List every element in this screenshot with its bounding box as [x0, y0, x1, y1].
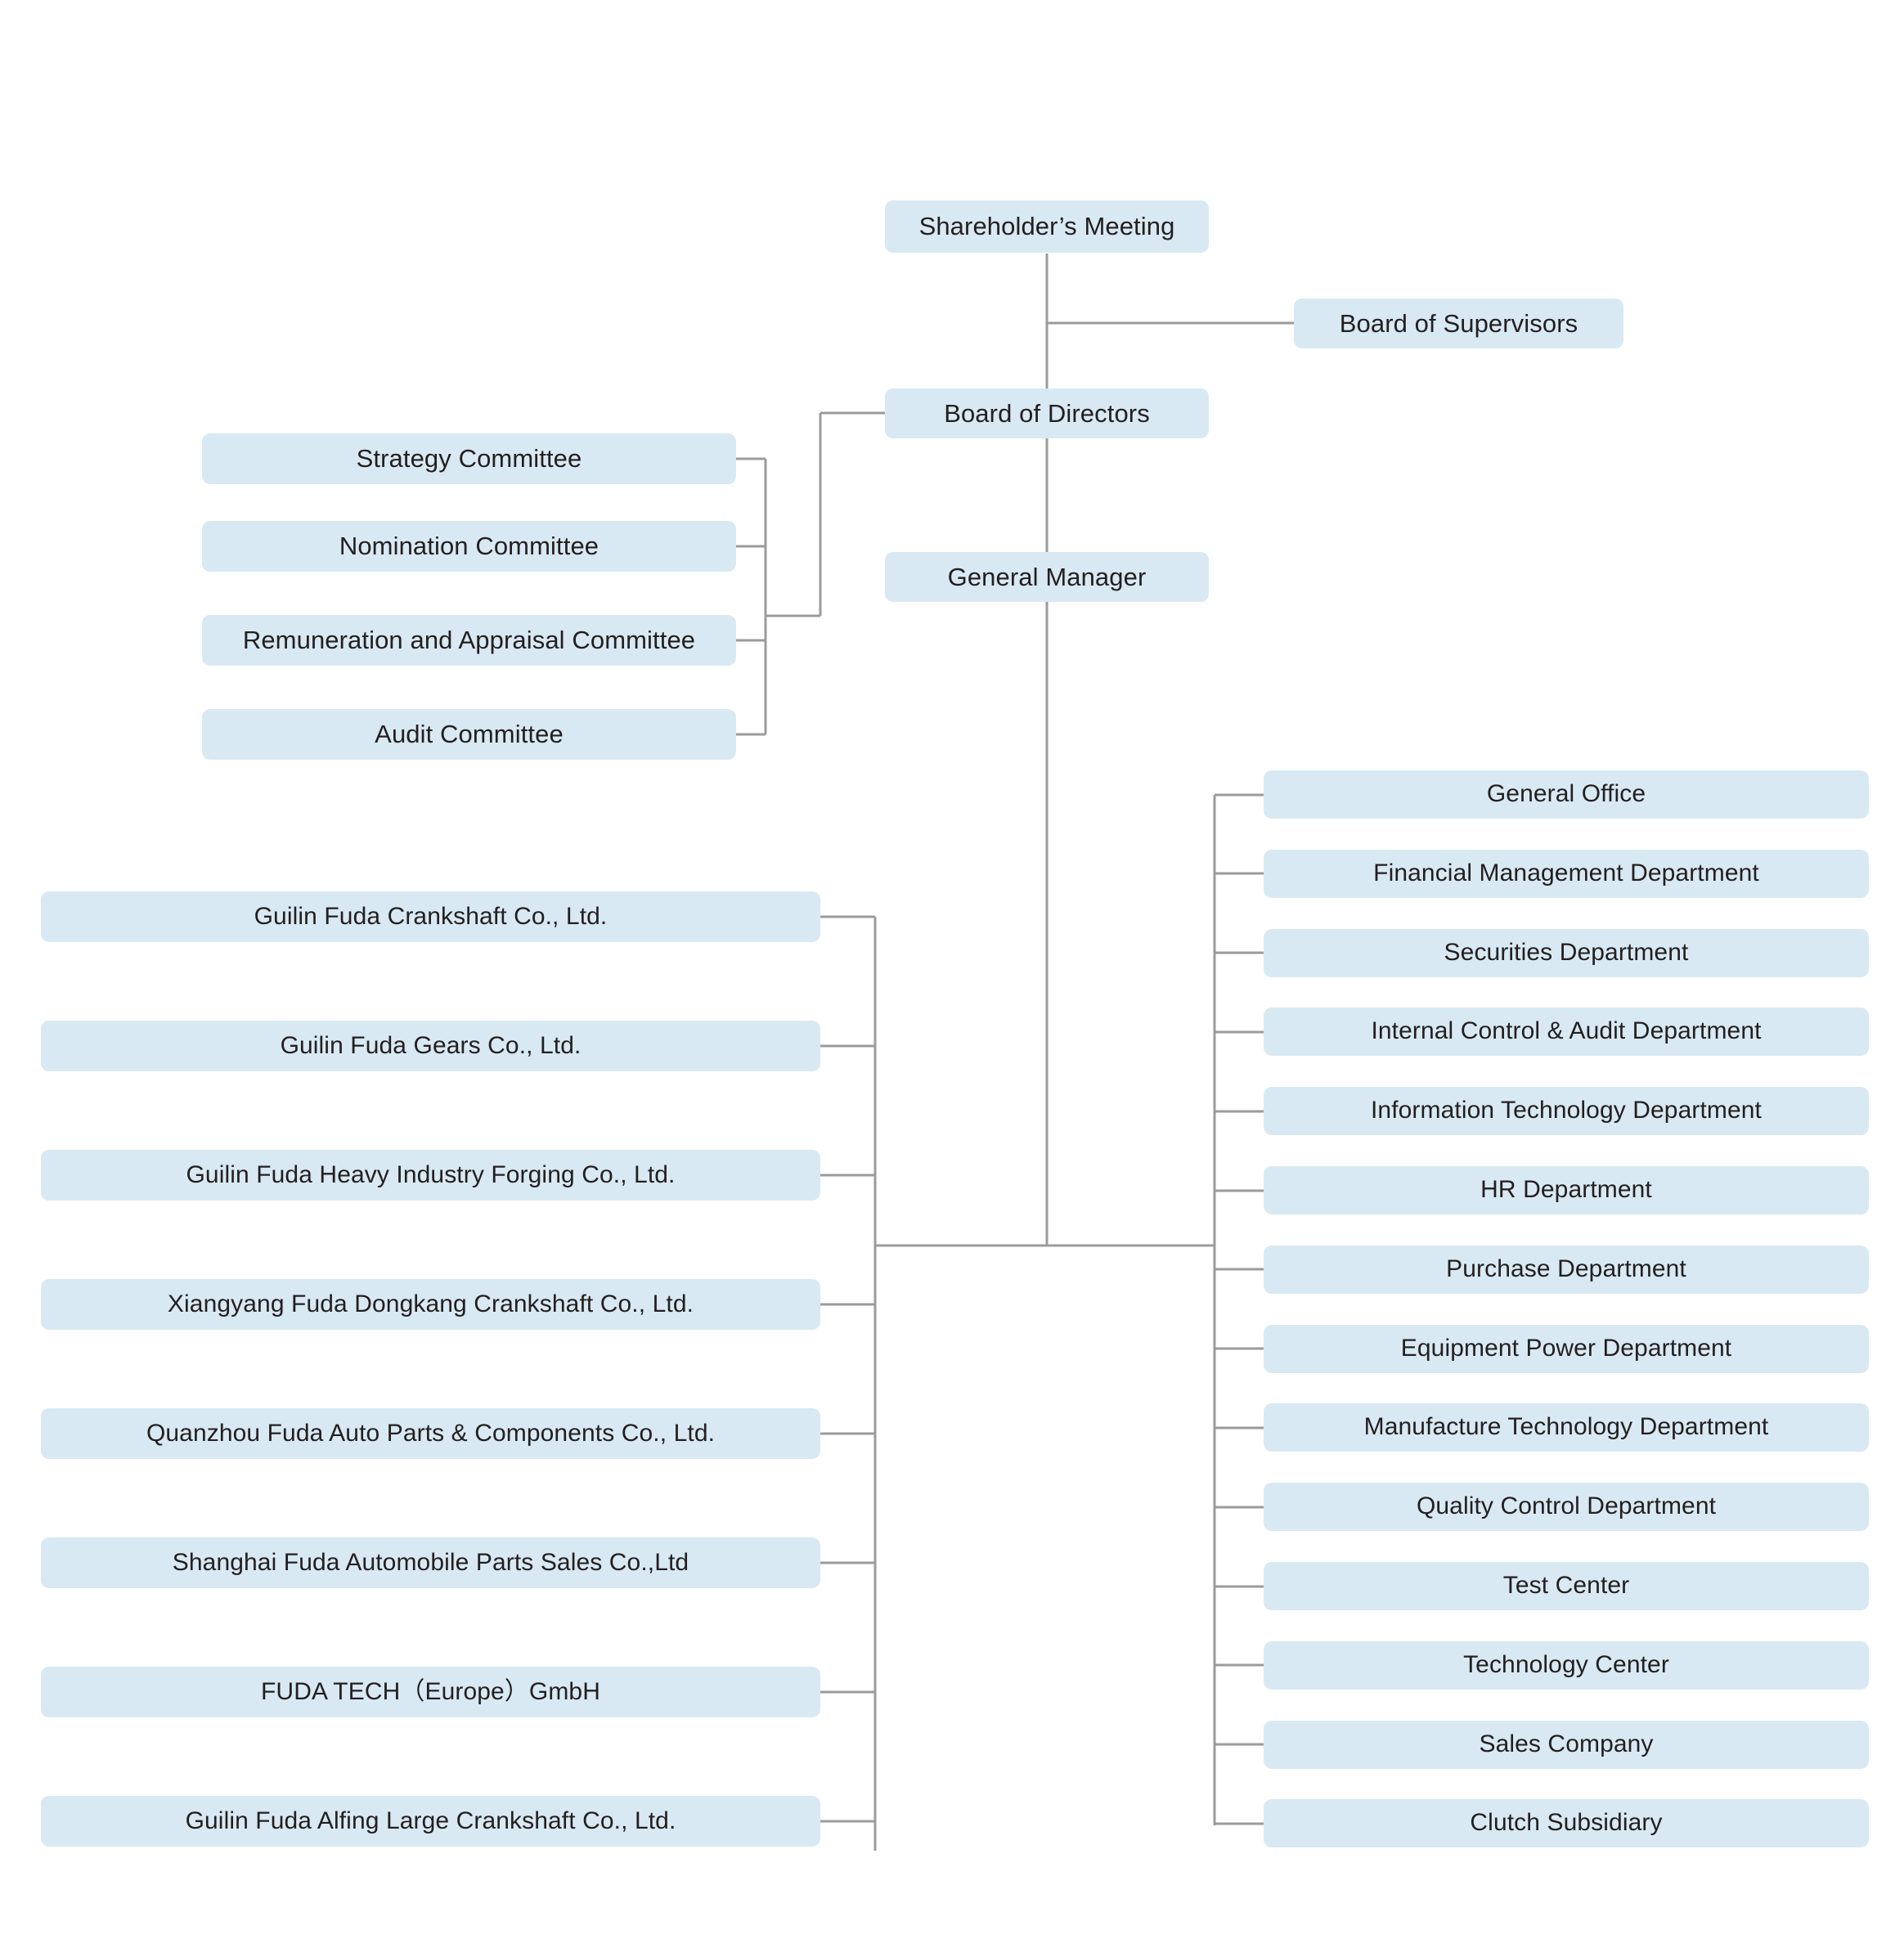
node-department-technology-center[interactable]: Technology Center — [1264, 1641, 1869, 1690]
node-department-securities[interactable]: Securities Department — [1264, 929, 1869, 977]
node-department-financial-management[interactable]: Financial Management Department — [1264, 850, 1869, 898]
node-committee-audit[interactable]: Audit Committee — [202, 709, 736, 760]
node-department-purchase[interactable]: Purchase Department — [1264, 1246, 1869, 1294]
node-board-of-directors[interactable]: Board of Directors — [885, 388, 1209, 438]
node-subsidiary-quanzhou-fuda-auto-parts[interactable]: Quanzhou Fuda Auto Parts & Components Co… — [41, 1408, 820, 1459]
node-department-quality-control[interactable]: Quality Control Department — [1264, 1483, 1869, 1531]
node-department-hr[interactable]: HR Department — [1264, 1166, 1869, 1214]
node-subsidiary-guilin-fuda-crankshaft[interactable]: Guilin Fuda Crankshaft Co., Ltd. — [41, 891, 820, 942]
node-department-test-center[interactable]: Test Center — [1264, 1562, 1869, 1610]
node-department-equipment-power[interactable]: Equipment Power Department — [1264, 1325, 1869, 1373]
node-subsidiary-fuda-tech-europe-gmbh[interactable]: FUDA TECH（Europe）GmbH — [41, 1667, 820, 1717]
node-department-clutch-subsidiary[interactable]: Clutch Subsidiary — [1264, 1799, 1869, 1847]
node-committee-nomination[interactable]: Nomination Committee — [202, 521, 736, 572]
node-department-sales-company[interactable]: Sales Company — [1264, 1721, 1869, 1769]
node-subsidiary-guilin-fuda-gears[interactable]: Guilin Fuda Gears Co., Ltd. — [41, 1021, 820, 1071]
node-shareholders-meeting[interactable]: Shareholder’s Meeting — [885, 200, 1209, 253]
node-department-manufacture-technology[interactable]: Manufacture Technology Department — [1264, 1403, 1869, 1452]
node-committee-strategy[interactable]: Strategy Committee — [202, 433, 736, 484]
node-general-manager[interactable]: General Manager — [885, 552, 1209, 602]
node-board-of-supervisors[interactable]: Board of Supervisors — [1294, 298, 1623, 348]
node-subsidiary-shanghai-fuda-automobile-parts-sales[interactable]: Shanghai Fuda Automobile Parts Sales Co.… — [41, 1537, 820, 1588]
node-committee-remuneration-appraisal[interactable]: Remuneration and Appraisal Committee — [202, 615, 736, 666]
node-subsidiary-guilin-fuda-heavy-industry-forging[interactable]: Guilin Fuda Heavy Industry Forging Co., … — [41, 1150, 820, 1201]
node-subsidiary-xiangyang-fuda-dongkang-crankshaft[interactable]: Xiangyang Fuda Dongkang Crankshaft Co., … — [41, 1279, 820, 1330]
node-department-general-office[interactable]: General Office — [1264, 770, 1869, 819]
node-department-internal-control-audit[interactable]: Internal Control & Audit Department — [1264, 1008, 1869, 1056]
node-department-information-technology[interactable]: Information Technology Department — [1264, 1087, 1869, 1135]
node-subsidiary-guilin-fuda-alfing-large-crankshaft[interactable]: Guilin Fuda Alfing Large Crankshaft Co.,… — [41, 1796, 820, 1847]
